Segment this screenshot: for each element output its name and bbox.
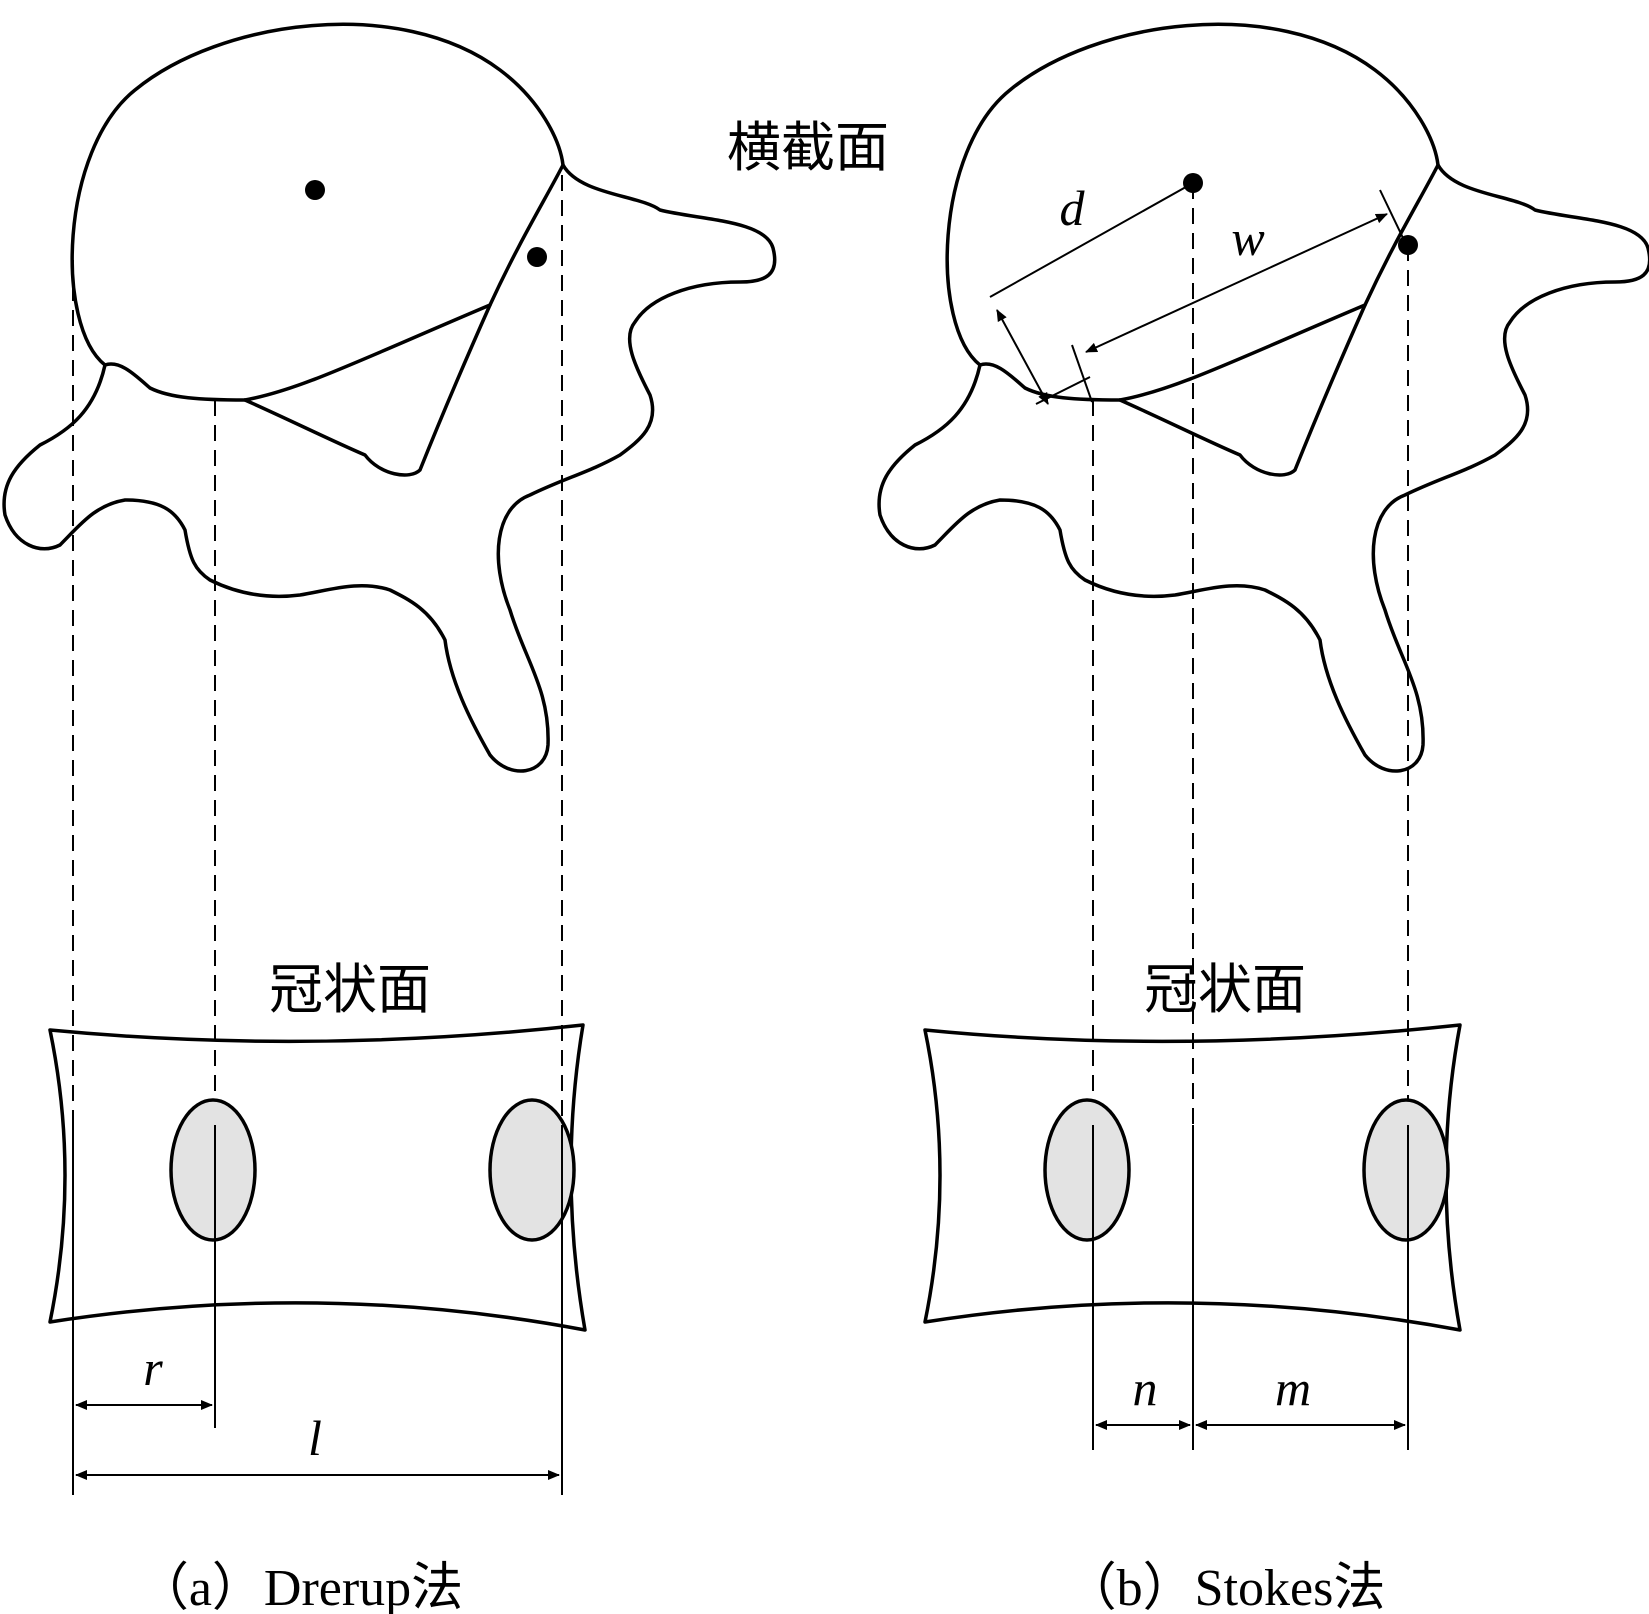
transverse-plane-label: 横截面 bbox=[727, 116, 889, 179]
vertebra-coronal-a bbox=[48, 1023, 587, 1495]
variable-l-label: l bbox=[308, 1410, 322, 1466]
dimension-d: d bbox=[989, 180, 1194, 405]
projection-lines-b bbox=[1092, 183, 1409, 1125]
caption-a: （a）Drerup法 bbox=[137, 1560, 463, 1614]
pedicle-center-dot bbox=[527, 247, 547, 267]
dimension-m: m bbox=[1195, 1360, 1406, 1430]
dimension-n: n bbox=[1095, 1360, 1191, 1430]
projection-lines-a bbox=[72, 175, 563, 1125]
caption-b: （b）Stokes法 bbox=[1065, 1560, 1386, 1614]
panel-b: d w n m 冠状面 （b）S bbox=[877, 22, 1649, 1614]
left-pedicle-ellipse bbox=[169, 1098, 257, 1242]
vertebra-transverse-a bbox=[2, 22, 777, 773]
vertebra-coronal-b bbox=[923, 1023, 1462, 1450]
variable-r-label: r bbox=[143, 1340, 163, 1396]
vertebral-body-center-dot bbox=[305, 180, 325, 200]
coronal-plane-label-a: 冠状面 bbox=[269, 958, 431, 1021]
coronal-plane-label-b: 冠状面 bbox=[1144, 958, 1306, 1021]
dimension-w: w bbox=[1071, 189, 1404, 403]
right-pedicle-ellipse-b bbox=[1362, 1098, 1450, 1242]
variable-n-label: n bbox=[1133, 1360, 1158, 1416]
dimension-l: l bbox=[75, 1410, 560, 1480]
dimension-r: r bbox=[75, 1340, 213, 1410]
left-pedicle-ellipse-b bbox=[1043, 1098, 1131, 1242]
variable-w-label: w bbox=[1231, 210, 1264, 266]
variable-m-label: m bbox=[1275, 1360, 1311, 1416]
panel-a: r l 冠状面 （a）Drerup法 bbox=[2, 22, 777, 1614]
vertebra-transverse-b bbox=[877, 22, 1649, 773]
variable-d-label: d bbox=[1060, 180, 1086, 236]
right-pedicle-ellipse bbox=[488, 1098, 576, 1242]
